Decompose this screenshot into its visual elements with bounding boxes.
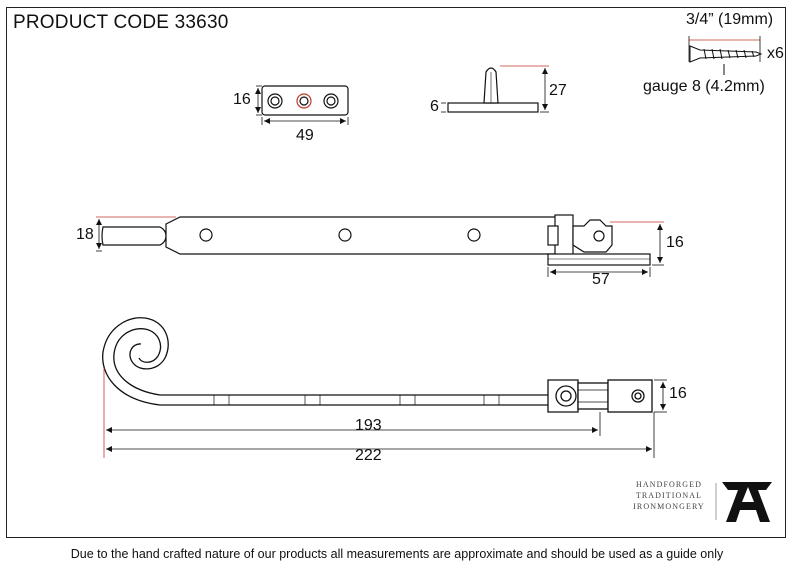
- screw-gauge-label: gauge 8 (4.2mm): [643, 78, 765, 95]
- stay-top-dimension-lines: [96, 216, 664, 277]
- keep-width-label: 49: [296, 127, 314, 144]
- pivot-height-label: 16: [666, 234, 684, 251]
- product-code: PRODUCT CODE 33630: [13, 12, 229, 33]
- brand-wordmark: HANDFORGED TRADITIONAL IRONMONGERY: [628, 479, 710, 512]
- brand-line: TRADITIONAL: [635, 491, 703, 500]
- brand-line: IRONMONGERY: [633, 502, 705, 511]
- stay-arm-side: [102, 317, 653, 413]
- anvil-a-icon: [715, 482, 772, 522]
- overall-length-label: 222: [355, 447, 382, 464]
- disclaimer-text: Due to the hand crafted nature of our pr…: [70, 547, 724, 561]
- inner-length-label: 193: [355, 417, 382, 434]
- keep-pin: [447, 67, 539, 113]
- brand-line: HANDFORGED: [635, 480, 703, 489]
- keep-plate: [261, 85, 349, 116]
- keep-height-label: 16: [233, 91, 251, 108]
- screw-quantity-label: x6: [767, 45, 784, 62]
- pin-base-label: 6: [430, 98, 439, 115]
- drawing-frame: [6, 7, 786, 538]
- stay-side-dimension-lines: [103, 368, 667, 458]
- pin-dimension-lines: [441, 65, 549, 113]
- screw-length-label: 3/4” (19mm): [686, 11, 774, 28]
- pin-height-label: 27: [549, 82, 567, 99]
- stay-height-label: 18: [76, 226, 94, 243]
- side-height-label: 16: [669, 385, 687, 402]
- pivot-width-label: 57: [592, 271, 610, 288]
- screw-icon: [688, 36, 763, 75]
- stay-arm-top: [101, 214, 651, 266]
- keep-dimension-lines: [255, 85, 349, 125]
